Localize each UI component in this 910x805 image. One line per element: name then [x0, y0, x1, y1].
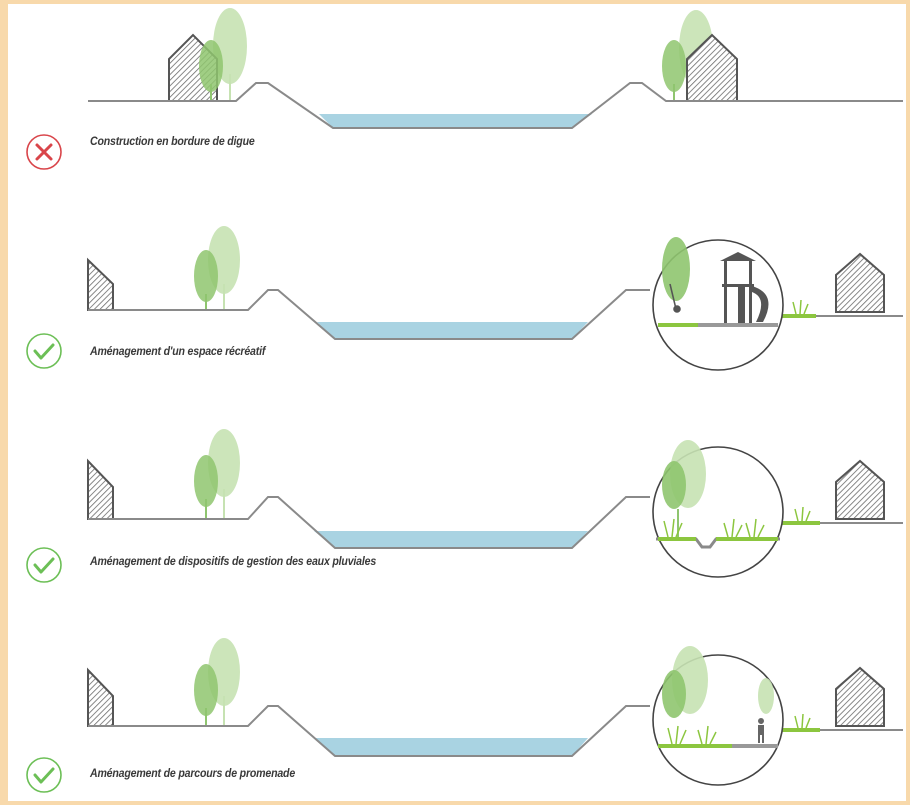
grass-icon	[794, 713, 811, 729]
swing-icon	[669, 283, 681, 313]
panel-caption: Aménagement d'un espace récréatif	[90, 346, 266, 358]
grass-icon	[794, 506, 811, 522]
house-icon	[835, 252, 885, 313]
playground-tower-icon	[720, 252, 769, 323]
panel-caption: Construction en bordure de digue	[90, 136, 255, 148]
pedestrian-icon	[758, 718, 764, 743]
water-channel	[314, 531, 588, 548]
zoom-circle	[652, 237, 784, 371]
house-icon	[835, 459, 885, 520]
panel-3-illustration	[87, 429, 903, 578]
house-icon	[87, 257, 114, 311]
check-icon	[26, 547, 62, 583]
tree-icon	[662, 40, 686, 101]
tree-icon	[194, 250, 218, 310]
tree-icon	[194, 455, 218, 519]
water-channel	[314, 738, 588, 756]
house-icon	[87, 458, 114, 520]
cross-icon	[26, 134, 62, 170]
check-icon	[26, 333, 62, 369]
panel-caption: Aménagement de parcours de promenade	[90, 768, 296, 780]
panel-2-illustration	[87, 226, 903, 371]
tree-icon	[194, 664, 218, 726]
house-icon	[835, 666, 885, 727]
grass-icon	[667, 725, 717, 745]
grass-icon	[663, 518, 765, 538]
house-icon	[87, 667, 114, 727]
panel-construction-en-bordure: Construction en bordure de digue	[8, 4, 906, 189]
panel-parcours-promenade: Aménagement de parcours de promenade	[8, 624, 906, 801]
dike-profile	[88, 289, 650, 340]
panel-1-illustration	[88, 8, 903, 129]
dike-profile	[88, 496, 650, 549]
water-channel	[319, 114, 592, 128]
dike-profile	[88, 82, 903, 129]
check-icon	[26, 757, 62, 793]
panel-4-illustration	[87, 638, 903, 786]
panel-gestion-eaux-pluviales: Aménagement de dispositifs de gestion de…	[8, 419, 906, 599]
zoom-circle	[652, 440, 784, 578]
water-channel	[317, 322, 588, 339]
diagram-frame: Construction en bordure de digue	[8, 4, 906, 801]
zoom-circle	[652, 646, 784, 786]
tree-icon	[199, 40, 223, 101]
dike-profile	[88, 705, 650, 757]
grass-icon	[792, 299, 809, 315]
panel-espace-recreatif: Aménagement d'un espace récréatif	[8, 214, 906, 394]
panel-caption: Aménagement de dispositifs de gestion de…	[90, 556, 377, 568]
